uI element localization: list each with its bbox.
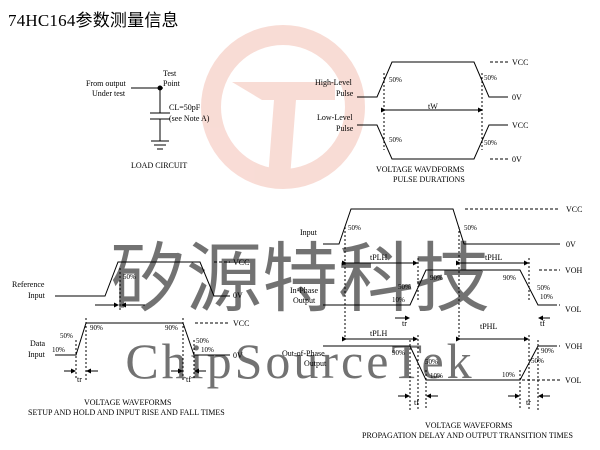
setup-hold-labels: Reference Input Data Input 50% 50% 90% 1… — [12, 258, 249, 417]
zero-v-label-high: 0V — [512, 93, 522, 102]
high-level-label: High-Level — [315, 78, 353, 87]
low-level-label: Low-Level — [317, 113, 353, 122]
high-level-pulse — [357, 61, 508, 98]
prop-caption-1: VOLTAGE WAVEFORMS — [425, 421, 512, 430]
in-pct90-rise: 90% — [430, 274, 443, 282]
data-pct50-fall: 50% — [196, 337, 209, 345]
out-pct90-rise: 90% — [541, 347, 554, 355]
data-pct50-rise: 50% — [60, 332, 73, 340]
ground-icon — [151, 140, 169, 150]
prop-caption-2: PROPAGATION DELAY AND OUTPUT TRANSITION … — [362, 431, 573, 440]
propagation-waveforms — [323, 208, 560, 410]
reference-label: Reference — [12, 280, 45, 289]
out-of-phase-label: Out-of-Phase — [282, 349, 325, 358]
vcc-label-high: VCC — [512, 58, 528, 67]
page-title: 74HC164参数测量信息 — [8, 11, 179, 30]
pulse-label-high: Pulse — [336, 89, 354, 98]
data-pct10-rise: 10% — [52, 346, 65, 354]
watermark-en: ChipSourceTek — [125, 333, 474, 389]
data-input-label: Input — [28, 350, 46, 359]
tphl-top-label: tPHL — [485, 253, 502, 262]
out-of-phase-output-label: Output — [304, 359, 327, 368]
vcc-label-low: VCC — [512, 121, 528, 130]
pulse-caption-1: VOLTAGE WAVDFORMS — [376, 165, 464, 174]
in-pct50-rise: 50% — [398, 283, 411, 291]
pulse-label-low: Pulse — [336, 124, 354, 133]
prop-vcc-label: VCC — [566, 205, 582, 214]
tphl-bottom-label: tPHL — [480, 322, 497, 331]
out-pct10-rise: 10% — [502, 371, 515, 379]
from-output-label: From output — [86, 79, 127, 88]
in-tr-label: tr — [402, 319, 407, 328]
ref-pct50: 50% — [123, 273, 136, 281]
test-label: Test — [163, 69, 177, 78]
pulse-duration-labels: High-Level Pulse Low-Level Pulse 50% 50%… — [315, 58, 528, 184]
data-input-wave — [55, 322, 230, 356]
prop-input-label: Input — [300, 228, 318, 237]
cl-label: CL=50pF — [169, 103, 201, 112]
load-circuit-labels: From output Under test Test Point CL=50p… — [86, 69, 210, 170]
setup-hold-waveforms — [55, 261, 230, 380]
load-circuit — [131, 85, 170, 150]
under-test-label: Under test — [92, 89, 126, 98]
data-pct10-fall: 10% — [201, 346, 214, 354]
note-label: (see Note A) — [169, 114, 210, 123]
setup-zero-v-data: 0V — [233, 351, 243, 360]
in-tf-label: tf — [540, 319, 545, 328]
pct50-high-rise: 50% — [389, 76, 402, 84]
out-tr-label: tr — [526, 398, 531, 407]
pulse-caption-2: PULSE DURATIONS — [393, 175, 465, 184]
prop-input-pct50-rise: 50% — [348, 224, 361, 232]
tw-label: tW — [428, 102, 438, 111]
point-label: Point — [163, 79, 181, 88]
tplh-top-label: tPLH — [370, 253, 388, 262]
watermark-cn: 矽源特科技 — [110, 238, 490, 322]
setup-caption-2: SETUP AND HOLD AND INPUT RISE AND FALL T… — [28, 408, 225, 417]
tplh-bottom-label: tPLH — [370, 329, 388, 338]
voh-label-out: VOH — [565, 342, 583, 351]
vol-label-out: VOL — [565, 376, 582, 385]
in-phase-output-label: Output — [293, 296, 316, 305]
pct50-low-fall: 50% — [389, 136, 402, 144]
vol-label-in: VOL — [565, 305, 582, 314]
pct50-high-fall: 50% — [484, 74, 497, 82]
in-pct10-fall: 10% — [540, 293, 553, 301]
setup-tr-label: tr — [77, 375, 82, 384]
out-pct10-fall: 10% — [430, 372, 443, 380]
in-pct90-fall: 90% — [503, 274, 516, 282]
out-tf-label: tf — [414, 398, 419, 407]
setup-zero-v-ref: 0V — [233, 291, 243, 300]
data-pct90-rise: 90% — [90, 324, 103, 332]
ref-input-label: Input — [28, 291, 46, 300]
setup-tf-label: tf — [186, 375, 191, 384]
setup-caption-1: VOLTAGE WAVEFORMS — [84, 398, 171, 407]
in-pct10-rise: 10% — [392, 296, 405, 304]
pct50-low-rise: 50% — [484, 139, 497, 147]
out-pct50-fall: 50% — [425, 358, 438, 366]
low-level-pulse — [357, 124, 508, 160]
watermark: 矽源特科技 ChipSourceTek — [110, 25, 490, 389]
data-pct90-fall: 90% — [165, 324, 178, 332]
out-pct50-rise: 50% — [531, 357, 544, 365]
setup-vcc-ref: VCC — [233, 258, 249, 267]
in-pct50-fall: 50% — [537, 284, 550, 292]
voh-label-in: VOH — [565, 266, 583, 275]
data-label: Data — [30, 339, 46, 348]
prop-input-pct50-fall: 50% — [464, 224, 477, 232]
pulse-duration-waveforms — [357, 61, 508, 160]
load-circuit-caption: LOAD CIRCUIT — [131, 161, 187, 170]
prop-input-wave — [323, 208, 560, 245]
in-phase-label: In-Phase — [290, 286, 318, 295]
setup-vcc-data: VCC — [233, 319, 249, 328]
zero-v-label-low: 0V — [512, 155, 522, 164]
reference-input-wave — [55, 261, 230, 297]
propagation-labels: Input 50% 50% VCC 0V tPLH tPHL In-Phase … — [282, 205, 583, 440]
out-pct90-fall: 90% — [392, 349, 405, 357]
watermark-logo — [201, 25, 365, 189]
prop-zero-v-label: 0V — [566, 240, 576, 249]
